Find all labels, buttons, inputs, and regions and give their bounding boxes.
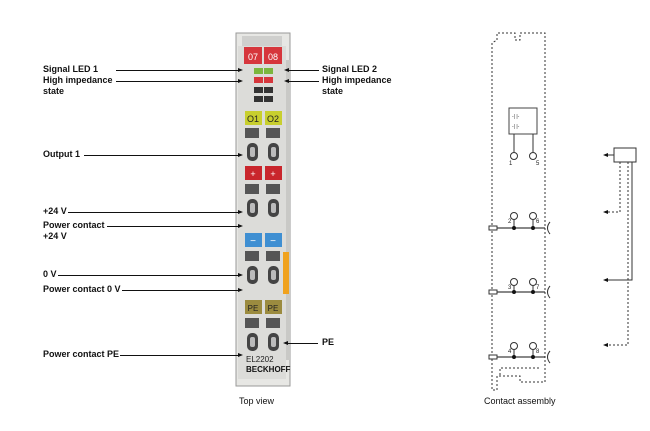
- leader-pe: [286, 343, 318, 344]
- leader-signal-led-2: [287, 70, 319, 71]
- load-wiring: [605, 147, 637, 346]
- label-high-impedance-right-1: High impedance: [322, 75, 392, 85]
- caption-top-view: Top view: [239, 396, 275, 406]
- label-signal-led-1: Signal LED 1: [43, 64, 99, 74]
- label-power-contact-0v: Power contact 0 V: [43, 284, 121, 294]
- output-o2-tab: [265, 111, 282, 125]
- spring-contacts-row-3: [245, 251, 280, 284]
- minus-label-right: −: [270, 236, 276, 247]
- leader-power-contact-pe: [120, 355, 240, 356]
- label-high-impedance-left-1: High impedance: [43, 75, 113, 85]
- spring-contacts-row-4: [245, 318, 280, 351]
- svg-text:1: 1: [509, 161, 513, 167]
- svg-text:-| |-: -| |-: [512, 124, 520, 130]
- green-led-2: [264, 68, 273, 74]
- label-power-contact-24v-1: Power contact: [43, 220, 105, 230]
- dark-led-4: [264, 96, 273, 102]
- svg-text:-| |-: -| |-: [512, 114, 520, 120]
- leader-output-1: [84, 155, 240, 156]
- led-block: 07 08: [244, 47, 282, 102]
- model-label: EL2202: [246, 355, 274, 364]
- label-plus-24v: +24 V: [43, 206, 67, 216]
- label-power-contact-pe: Power contact PE: [43, 349, 120, 359]
- svg-text:3: 3: [508, 285, 512, 291]
- spring-contacts-row-1: [245, 128, 280, 161]
- label-output-1: Output 1: [43, 149, 80, 159]
- output-o1-label: O1: [247, 114, 259, 124]
- minus-label-left: −: [250, 236, 256, 247]
- green-led-1: [254, 68, 263, 74]
- side-orange-strip: [283, 252, 289, 294]
- svg-text:5: 5: [536, 161, 540, 167]
- plus-label-left: +: [250, 169, 255, 179]
- svg-text:6: 6: [536, 219, 540, 225]
- leader-high-impedance-right: [287, 81, 319, 82]
- caption-contact-assembly: Contact assembly: [484, 396, 556, 406]
- pe-label-right: PE: [268, 304, 279, 313]
- pe-tab-right: [265, 300, 282, 314]
- red-led-1: [254, 77, 263, 83]
- leader-signal-led-1: [116, 70, 240, 71]
- minus-tab-left: [245, 233, 262, 247]
- pe-tab-left: [245, 300, 262, 314]
- led-08-label: 08: [268, 52, 278, 62]
- contact-assembly: -| |- -| |-: [488, 32, 551, 391]
- contact-junction-dots: [512, 226, 535, 359]
- leader-power-contact-24v: [107, 226, 240, 227]
- plus-tab-left: [245, 166, 262, 180]
- red-led-2: [264, 77, 273, 83]
- led-08: [264, 47, 282, 64]
- led-07: [244, 47, 262, 64]
- terminal-housing: [235, 32, 291, 387]
- label-pe: PE: [322, 337, 335, 347]
- leader-plus-24v: [68, 212, 240, 213]
- dark-led-3: [254, 96, 263, 102]
- minus-tab-right: [265, 233, 282, 247]
- output-o2-label: O2: [267, 114, 279, 124]
- label-high-impedance-left-2: state: [43, 86, 65, 96]
- svg-text:7: 7: [536, 285, 540, 291]
- label-power-contact-24v-2: +24 V: [43, 231, 67, 241]
- svg-text:2: 2: [508, 219, 512, 225]
- spring-contacts-row-2: [245, 184, 280, 217]
- label-signal-led-2: Signal LED 2: [322, 64, 378, 74]
- pe-label-left: PE: [248, 304, 259, 313]
- brand-label: BECKHOFF: [246, 365, 291, 374]
- leader-zero-v: [58, 275, 240, 276]
- svg-text:8: 8: [536, 349, 540, 355]
- dark-led-2: [264, 87, 273, 93]
- leader-power-contact-0v: [122, 290, 240, 291]
- label-zero-v: 0 V: [43, 269, 57, 279]
- leader-arrowheads: [238, 68, 289, 357]
- svg-text:4: 4: [508, 349, 512, 355]
- wiring-arrowheads: [603, 153, 608, 347]
- contact-numbers: 1 5 2 6 3 7 4 8: [508, 161, 540, 355]
- plus-tab-right: [265, 166, 282, 180]
- led-07-label: 07: [248, 52, 258, 62]
- leader-high-impedance-left: [116, 81, 240, 82]
- dark-led-1: [254, 87, 263, 93]
- label-high-impedance-right-2: state: [322, 86, 344, 96]
- output-o1-tab: [245, 111, 262, 125]
- plus-label-right: +: [270, 169, 275, 179]
